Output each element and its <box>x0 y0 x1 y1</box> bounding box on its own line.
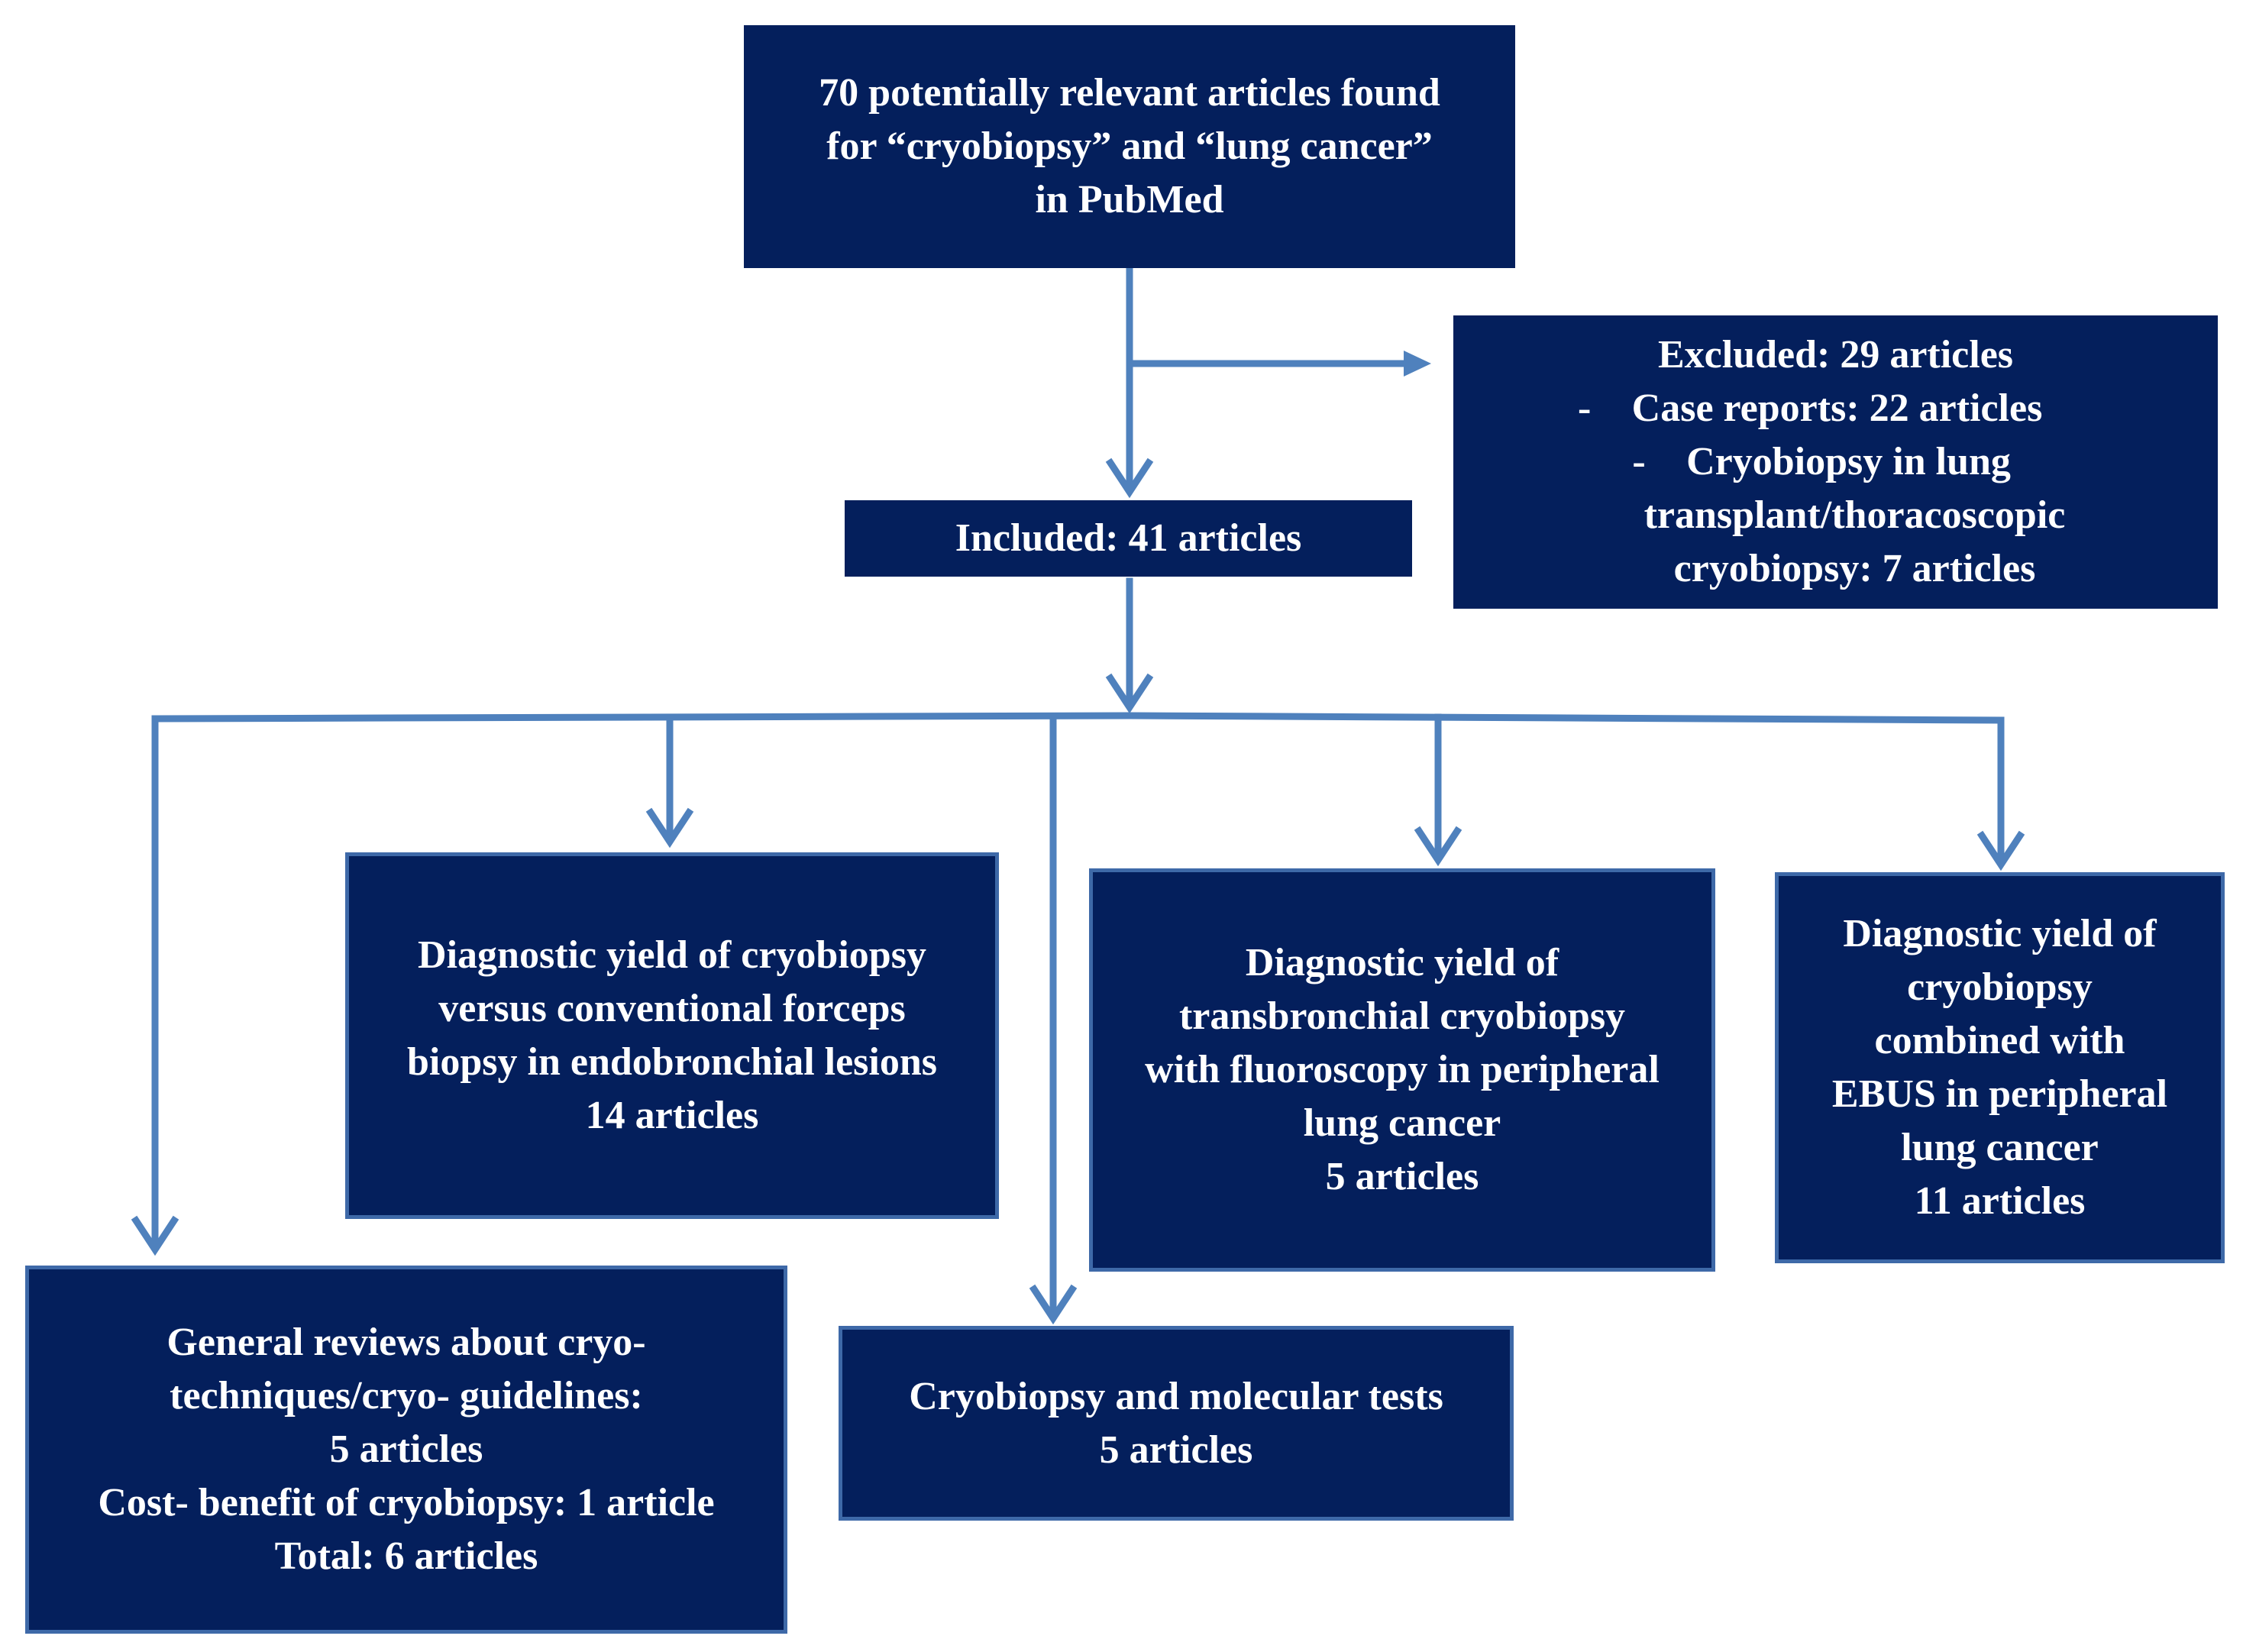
search-to-included-arrowhead <box>1105 457 1154 499</box>
molecular-line-1: Cryobiopsy and molecular tests <box>909 1374 1443 1418</box>
molecular-tests-box: Cryobiopsy and molecular tests 5 article… <box>839 1326 1514 1521</box>
reviews-line-5: Total: 6 articles <box>274 1534 538 1578</box>
fluoroscopy-line-2: transbronchial cryobiopsy <box>1178 994 1626 1038</box>
excluded-continuation-line-2: cryobiopsy: 7 articles <box>1673 547 2036 590</box>
molecular-arrowhead <box>1029 1284 1078 1325</box>
ebus-box: Diagnostic yield of cryobiopsy combined … <box>1775 872 2225 1263</box>
ebus-line-2: cryobiopsy <box>1907 965 2093 1009</box>
excluded-item-case-reports: - Case reports: 22 articles <box>1568 382 2043 435</box>
forceps-line-1: Diagnostic yield of cryobiopsy <box>418 933 926 977</box>
included-box: Included: 41 articles <box>845 500 1412 577</box>
ebus-arrowhead <box>1976 830 2025 871</box>
search-results-line-1: 70 potentially relevant articles found <box>819 71 1440 115</box>
ebus-line-4: EBUS in peripheral <box>1831 1072 2168 1116</box>
included-to-split-arrowhead <box>1105 673 1154 714</box>
forceps-comparison-box: Diagnostic yield of cryobiopsy versus co… <box>345 852 999 1219</box>
excluded-item-bullet: - <box>1578 386 1592 430</box>
fluoroscopy-line-4: lung cancer <box>1303 1101 1501 1145</box>
fluoroscopy-box: Diagnostic yield of transbronchial cryob… <box>1089 868 1715 1272</box>
reviews-arrowhead <box>131 1215 179 1256</box>
ebus-line-3: combined with <box>1874 1019 2125 1062</box>
search-results-line-2: for “cryobiopsy” and “lung cancer” <box>826 124 1433 168</box>
forceps-line-3: biopsy in endobronchial lesions <box>406 1040 938 1084</box>
reviews-line-4: Cost- benefit of cryobiopsy: 1 article <box>98 1481 715 1524</box>
ebus-line-5: lung cancer <box>1901 1126 2099 1169</box>
ebus-line-6: 11 articles <box>1914 1179 2086 1223</box>
search-results-line-3: in PubMed <box>1035 178 1224 221</box>
ebus-line-1: Diagnostic yield of <box>1843 912 2157 955</box>
fluoroscopy-line-3: with fluoroscopy in peripheral <box>1145 1048 1660 1091</box>
forceps-line-2: versus conventional forceps <box>438 987 906 1030</box>
fluoroscopy-arrowhead <box>1414 826 1462 867</box>
search-results-box: 70 potentially relevant articles found f… <box>744 25 1515 268</box>
forceps-arrowhead <box>645 807 694 849</box>
molecular-line-2: 5 articles <box>1099 1427 1253 1472</box>
general-reviews-box: General reviews about cryo- techniques/c… <box>25 1266 787 1634</box>
forceps-line-4: 14 articles <box>585 1094 759 1137</box>
fluoroscopy-line-5: 5 articles <box>1325 1155 1479 1198</box>
fluoroscopy-line-1: Diagnostic yield of <box>1245 941 1559 984</box>
excluded-item-bullet: - <box>1632 440 1646 483</box>
excluded-item-lung-transplant: - Cryobiopsy in lung <box>1622 435 2011 489</box>
reviews-line-1: General reviews about cryo- <box>166 1321 646 1364</box>
exclusion-arrowhead <box>1404 351 1431 377</box>
excluded-title: Excluded: 29 articles <box>1657 333 2014 377</box>
reviews-line-3: 5 articles <box>329 1427 483 1471</box>
reviews-line-2: techniques/cryo- guidelines: <box>170 1374 643 1418</box>
included-label: Included: 41 articles <box>955 516 1302 560</box>
excluded-box: Excluded: 29 articles - Case reports: 22… <box>1453 315 2218 609</box>
excluded-item-label: Case reports: 22 articles <box>1631 386 2043 430</box>
excluded-item-label: Cryobiopsy in lung <box>1686 440 2011 483</box>
excluded-continuation-line-1: transplant/thoracoscopic <box>1643 493 2066 537</box>
distribution-bar <box>151 712 2005 724</box>
